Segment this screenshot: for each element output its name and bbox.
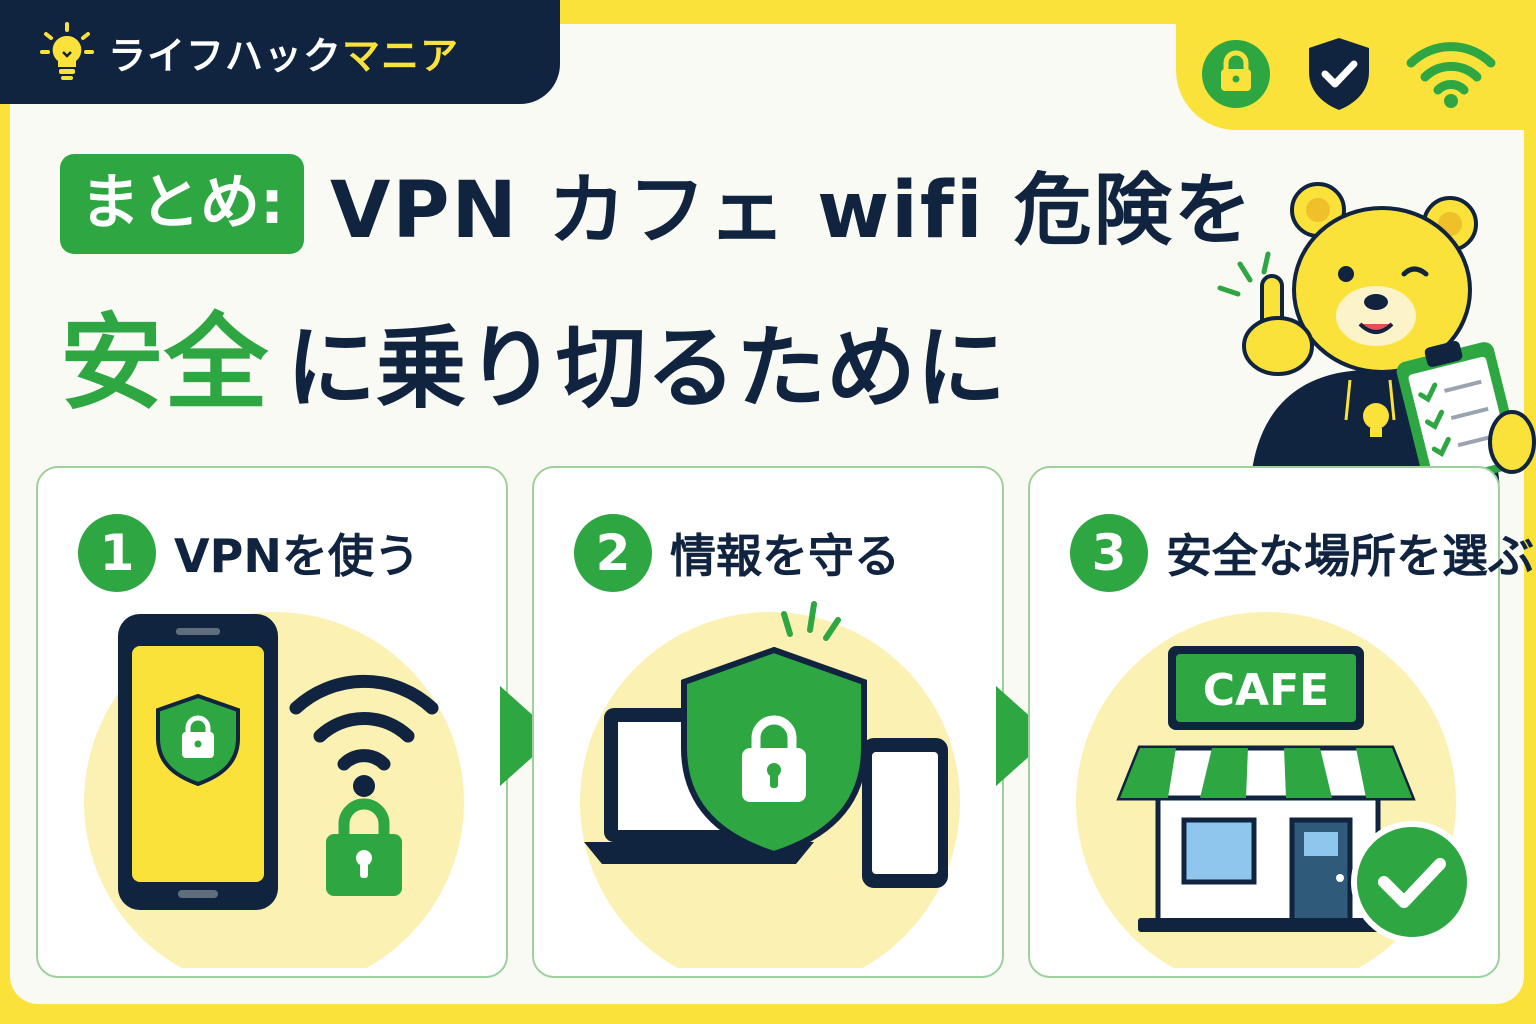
arrow-right-icon <box>996 686 1052 786</box>
step-number: 2 <box>574 514 652 592</box>
lightbulb-icon <box>40 22 94 80</box>
title-highlight: 安全 <box>60 302 269 424</box>
cafe-sign-text: CAFE <box>1203 665 1329 716</box>
step-label: 情報を守る <box>670 529 900 583</box>
device-shield-illustration <box>580 601 960 968</box>
brand-name: ライフハック <box>108 33 343 78</box>
brand-bar: ライフハックマニア <box>0 0 560 104</box>
phone-vpn-illustration <box>84 612 464 968</box>
top-icon-group <box>1200 36 1496 112</box>
page-title: VPN カフェ wifi 危険を <box>330 166 1254 256</box>
arrow-right-icon <box>500 686 556 786</box>
summary-badge: まとめ: <box>60 154 304 254</box>
step-label: 安全な場所を選ぶ <box>1166 529 1534 583</box>
step-card-3: 3 安全な場所を選ぶ CAFE <box>1028 466 1534 978</box>
step-number: 3 <box>1070 514 1148 592</box>
step-number: 1 <box>78 514 156 592</box>
title-line-1: まとめ: VPN カフェ wifi 危険を <box>60 148 1254 260</box>
step-card-1: 1 VPNを使う <box>36 466 508 978</box>
title-rest: に乗り切るために <box>286 316 1007 421</box>
step-label: VPNを使う <box>174 529 420 583</box>
brand-name-accent: マニア <box>342 33 460 78</box>
cafe-illustration: CAFE <box>1076 612 1473 968</box>
lock-icon <box>1202 40 1270 108</box>
wifi-icon <box>1406 42 1496 108</box>
bear-mascot <box>1217 182 1536 500</box>
step-card-2: 2 情報を守る <box>532 466 1004 978</box>
shield-check-icon <box>1309 38 1369 110</box>
title-line-2: 安全 に乗り切るために <box>60 278 1006 429</box>
